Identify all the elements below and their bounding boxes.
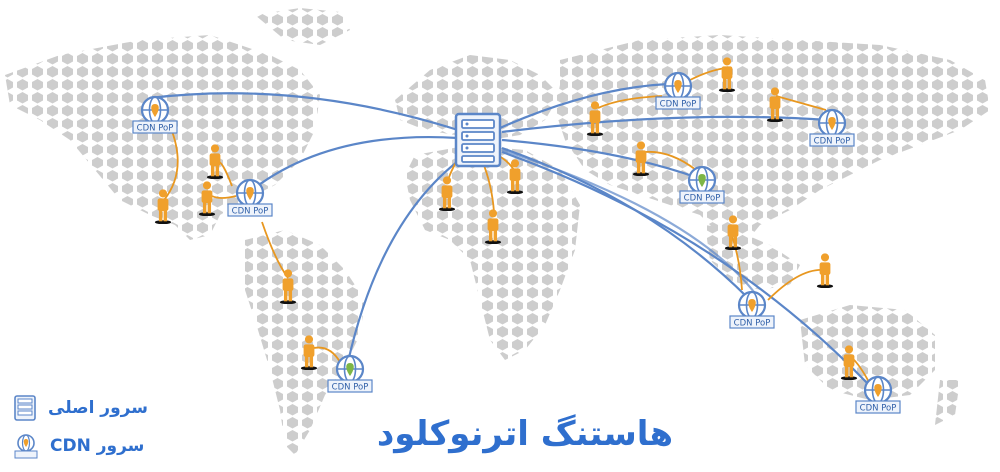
cdn-pop-node: CDN PoP (655, 71, 701, 110)
origin-server-icon (454, 112, 502, 168)
globe-pin-icon (14, 434, 38, 459)
legend-origin-server: سرور اصلی (14, 394, 148, 422)
cdn-pop-label: CDN PoP (860, 404, 897, 414)
cdn-pop-label: CDN PoP (684, 194, 721, 204)
link-na-east (251, 135, 459, 191)
link-na-west (149, 92, 459, 132)
link-asia-east (501, 115, 829, 134)
link-eu-north (499, 82, 669, 130)
cdn-pop-node: CDN PoP (855, 375, 901, 414)
cdn-pop-node: CDN PoP (132, 95, 178, 134)
cdn-pops: CDN PoP CDN PoP CDN PoP CDN PoP CDN PoP … (132, 71, 901, 414)
server-rack-icon (14, 395, 36, 421)
cdn-pop-label: CDN PoP (660, 100, 697, 110)
link-australia (501, 150, 869, 385)
origin-to-pop-links (149, 82, 869, 385)
link-asia-mid (501, 138, 699, 180)
cdn-pop-label: CDN PoP (734, 319, 771, 329)
cdn-pop-label: CDN PoP (814, 137, 851, 147)
world-map (5, 8, 990, 455)
cdn-pop-label: CDN PoP (137, 124, 174, 134)
link-south-america (346, 157, 463, 363)
cdn-pop-node: CDN PoP (679, 165, 725, 204)
page-title: هاستنگ اترنوکلود (376, 414, 674, 454)
cdn-pop-node: CDN PoP (729, 290, 775, 329)
legend-origin-label: سرور اصلی (48, 398, 148, 418)
cdn-pop-node: CDN PoP (327, 354, 373, 393)
cdn-pop-label: CDN PoP (232, 207, 269, 217)
cdn-pop-node: CDN PoP (227, 178, 273, 217)
legend-cdn-server: سرور CDN (14, 432, 144, 460)
legend-cdn-label: سرور CDN (50, 436, 145, 456)
cdn-pop-node: CDN PoP (809, 108, 855, 147)
cdn-pop-label: CDN PoP (332, 383, 369, 393)
